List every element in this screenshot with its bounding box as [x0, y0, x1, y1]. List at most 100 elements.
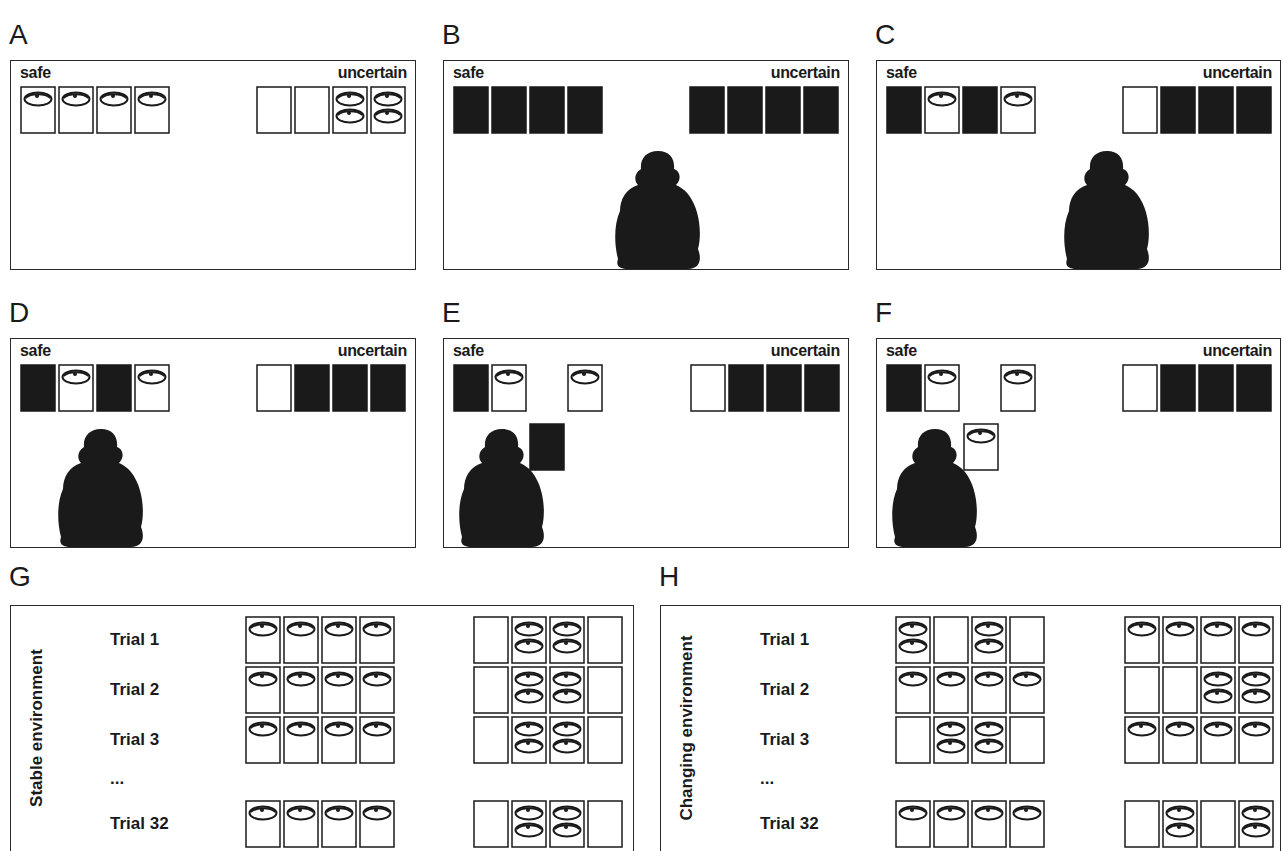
card — [246, 667, 280, 713]
card — [97, 87, 131, 133]
card — [1163, 667, 1197, 713]
card — [371, 365, 405, 411]
task-panel: Esafeuncertain — [443, 338, 849, 548]
card — [1001, 365, 1035, 411]
panel-illustration — [444, 339, 850, 549]
option-label: uncertain — [771, 64, 840, 82]
trial-label: Trial 32 — [760, 814, 819, 834]
card — [767, 365, 801, 411]
task-panel: HChanging environmentTrial 1Trial 2Trial… — [660, 605, 1281, 851]
card — [729, 365, 763, 411]
card — [322, 801, 356, 847]
card — [568, 365, 602, 411]
card — [568, 87, 602, 133]
option-label: uncertain — [338, 64, 407, 82]
trial-label: Trial 3 — [110, 730, 159, 750]
card — [1199, 87, 1233, 133]
card — [97, 365, 131, 411]
trial-label: Trial 2 — [760, 680, 809, 700]
card — [360, 617, 394, 663]
option-label: safe — [453, 64, 484, 82]
card — [512, 617, 546, 663]
card — [1237, 87, 1271, 133]
panel-letter: G — [9, 561, 31, 593]
panel-illustration — [877, 61, 1282, 271]
card — [550, 617, 584, 663]
card — [246, 801, 280, 847]
subject-silhouette — [892, 429, 977, 547]
trial-label: ... — [760, 769, 774, 789]
card — [925, 87, 959, 133]
card — [492, 365, 526, 411]
card — [1125, 617, 1159, 663]
option-label: uncertain — [771, 342, 840, 360]
card — [896, 717, 930, 763]
task-panel: Fsafeuncertain — [876, 338, 1281, 548]
card — [1163, 617, 1197, 663]
card — [246, 717, 280, 763]
card — [972, 667, 1006, 713]
card — [360, 801, 394, 847]
card — [284, 717, 318, 763]
panel-illustration — [877, 339, 1282, 549]
card — [766, 87, 800, 133]
card — [972, 801, 1006, 847]
card — [1010, 667, 1044, 713]
card — [360, 667, 394, 713]
card — [963, 87, 997, 133]
card — [964, 424, 998, 470]
card — [1125, 717, 1159, 763]
card — [691, 365, 725, 411]
card — [474, 617, 508, 663]
card — [1201, 617, 1235, 663]
card — [934, 801, 968, 847]
panel-letter: F — [875, 297, 892, 329]
card — [284, 617, 318, 663]
card — [246, 617, 280, 663]
card — [284, 801, 318, 847]
card — [804, 87, 838, 133]
card — [474, 667, 508, 713]
card — [1201, 717, 1235, 763]
option-label: safe — [886, 64, 917, 82]
card — [934, 717, 968, 763]
card — [512, 801, 546, 847]
card — [21, 365, 55, 411]
card — [492, 87, 526, 133]
card — [135, 87, 169, 133]
card — [1239, 801, 1273, 847]
card — [588, 717, 622, 763]
panel-illustration — [11, 606, 635, 851]
card — [1125, 801, 1159, 847]
condition-label: Changing environment — [677, 635, 697, 820]
card — [1010, 801, 1044, 847]
task-panel: Dsafeuncertain — [10, 338, 416, 548]
card — [295, 365, 329, 411]
panel-illustration — [444, 61, 850, 271]
card — [805, 365, 839, 411]
card — [887, 87, 921, 133]
card — [1163, 801, 1197, 847]
card — [59, 365, 93, 411]
card — [371, 87, 405, 133]
option-label: safe — [453, 342, 484, 360]
card — [1123, 365, 1157, 411]
card — [588, 617, 622, 663]
trial-label: Trial 3 — [760, 730, 809, 750]
card — [925, 365, 959, 411]
panel-letter: C — [875, 19, 895, 51]
card — [972, 617, 1006, 663]
card — [530, 87, 564, 133]
card — [1163, 717, 1197, 763]
card — [550, 667, 584, 713]
card — [284, 667, 318, 713]
card — [295, 87, 329, 133]
card — [1199, 365, 1233, 411]
panel-illustration — [661, 606, 1282, 851]
trial-label: Trial 32 — [110, 814, 169, 834]
panel-letter: A — [9, 19, 28, 51]
card — [690, 87, 724, 133]
card — [333, 365, 367, 411]
card — [896, 667, 930, 713]
panel-letter: D — [9, 297, 29, 329]
